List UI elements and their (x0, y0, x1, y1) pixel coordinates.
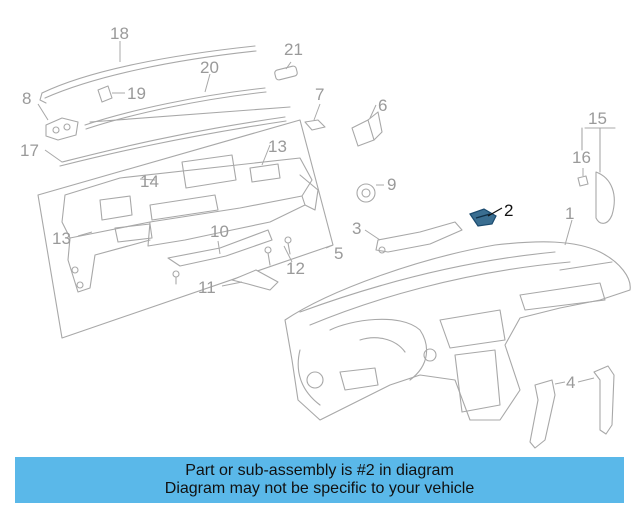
callout-1: 1 (565, 204, 574, 223)
part-3-bracket (364, 221, 463, 254)
part-20-strip (84, 73, 267, 130)
callout-14: 14 (140, 172, 159, 191)
callout-8: 8 (22, 89, 31, 108)
callout-5: 5 (334, 244, 343, 263)
callout-17: 17 (20, 141, 39, 160)
callout-3: 3 (352, 219, 361, 238)
callout-20: 20 (200, 58, 219, 77)
part-18-molding (39, 41, 257, 104)
part-11-bracket (221, 269, 279, 291)
callout-18: 18 (110, 24, 129, 43)
part-21-sensor (274, 61, 298, 81)
callout-10: 10 (210, 222, 229, 241)
part-8-bracket (37, 103, 79, 141)
callout-13: 13 (268, 137, 287, 156)
part-2-bracket-highlighted (469, 207, 503, 227)
callout-12: 12 (286, 259, 305, 278)
callout-7: 7 (315, 85, 324, 104)
part-10-bracket (167, 229, 273, 285)
callout-11: 11 (198, 278, 216, 297)
part-1-instrument-panel (284, 219, 631, 421)
callout-9: 9 (387, 175, 396, 194)
part-13-14-beam (61, 144, 319, 293)
part-15-16-covers (577, 127, 616, 224)
part-17-trim (44, 106, 291, 167)
callout-16: 16 (572, 148, 591, 167)
callout-2-highlighted: 2 (504, 201, 513, 220)
callout-6: 6 (378, 96, 387, 115)
callout-21: 21 (284, 40, 303, 59)
part-6-bracket (351, 104, 383, 147)
banner-line-1: Part or sub-assembly is #2 in diagram (185, 462, 454, 479)
callout-19: 19 (127, 84, 146, 103)
callout-15: 15 (588, 109, 607, 128)
part-9-round (356, 183, 384, 203)
part-info-banner: Part or sub-assembly is #2 in diagram Di… (15, 457, 624, 503)
parts-diagram: 18 21 20 8 19 7 6 17 13 15 16 14 9 2 13 … (20, 24, 631, 449)
callout-4: 4 (566, 373, 575, 392)
part-7-bracket (304, 103, 326, 131)
callout-13-lower: 13 (52, 229, 71, 248)
part-4-ducts (529, 365, 615, 449)
banner-line-2: Diagram may not be specific to your vehi… (164, 480, 475, 497)
part-19-clip (97, 85, 125, 103)
part-12-bolts (264, 236, 293, 266)
part-5-frame (37, 119, 334, 339)
